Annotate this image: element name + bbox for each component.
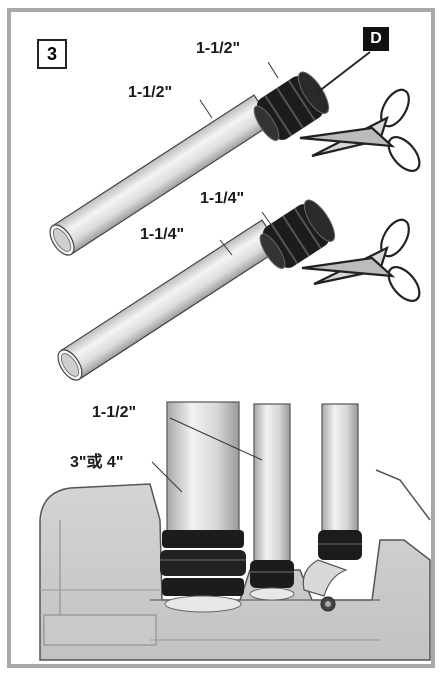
adapter-large <box>253 71 330 141</box>
leader-pipe-large <box>199 99 213 119</box>
label-pipe-small-size: 1-1/4" <box>140 226 185 243</box>
label-pipe-large-size: 1-1/2" <box>128 84 173 101</box>
scissors-icon-top <box>299 88 421 172</box>
leader-adapter-small <box>261 211 273 227</box>
leader-drain-pipe <box>169 417 263 461</box>
part-tag-d: D <box>363 27 389 51</box>
step-number: 3 <box>37 39 67 69</box>
vent-pipe-vertical <box>302 403 362 612</box>
pipe-large <box>49 94 274 256</box>
drain-pipe-vertical <box>249 403 295 601</box>
leader-adapter-large <box>267 61 279 79</box>
leader-main-pipe <box>151 461 183 493</box>
adapter-small <box>259 199 336 269</box>
leader-pipe-small <box>219 239 233 256</box>
label-adapter-large-size: 1-1/2" <box>196 40 241 57</box>
label-drain-pipe-size: 1-1/2" <box>92 404 137 421</box>
label-adapter-small-size: 1-1/4" <box>200 190 245 207</box>
leader-d <box>317 51 371 93</box>
label-main-pipe-size: 3"或 4" <box>70 454 124 471</box>
main-pipe-vertical <box>160 401 246 613</box>
scissors-icon-middle <box>301 218 421 302</box>
